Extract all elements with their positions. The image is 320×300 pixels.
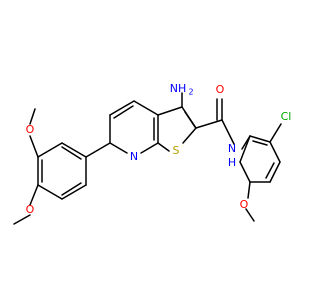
molecule-structure: NH 2 O N H N S Cl O O O bbox=[13, 82, 292, 225]
bond bbox=[85, 142, 111, 158]
bond bbox=[252, 140, 268, 146]
bond bbox=[195, 119, 223, 129]
bond bbox=[269, 141, 281, 163]
bond bbox=[61, 142, 87, 158]
atom-labels: NH 2 O N H N S Cl O O O bbox=[26, 82, 292, 216]
aryl-methoxy-oxygen-label: O bbox=[240, 198, 249, 211]
bond-layer bbox=[13, 92, 282, 225]
bond bbox=[13, 214, 31, 225]
bond bbox=[29, 135, 39, 158]
amide-nitrogen-label: N bbox=[228, 142, 236, 155]
amide-hydrogen-label: H bbox=[228, 156, 236, 169]
bond bbox=[29, 184, 39, 206]
bond bbox=[157, 106, 183, 116]
bond bbox=[61, 146, 82, 160]
bond bbox=[249, 135, 271, 143]
bond bbox=[37, 184, 63, 200]
bond bbox=[29, 108, 36, 125]
bond bbox=[182, 127, 197, 144]
bond bbox=[113, 105, 134, 119]
amino-subscript: 2 bbox=[188, 88, 193, 97]
bond bbox=[133, 100, 159, 116]
bond bbox=[157, 142, 170, 152]
top-methoxy-oxygen-label: O bbox=[26, 123, 35, 136]
bond bbox=[239, 161, 251, 183]
bond bbox=[109, 100, 135, 116]
bond bbox=[239, 135, 251, 163]
bond bbox=[61, 184, 87, 200]
bond bbox=[184, 111, 196, 128]
thiophene-sulfur-label: S bbox=[173, 144, 180, 157]
bond bbox=[37, 142, 63, 158]
bond bbox=[109, 142, 128, 154]
bond bbox=[269, 161, 281, 183]
bottom-methoxy-oxygen-label: O bbox=[26, 203, 35, 216]
bond bbox=[265, 162, 275, 179]
molecule-canvas: NH 2 O N H N S Cl O O O bbox=[13, 82, 292, 225]
bond bbox=[245, 208, 255, 222]
carbonyl-oxygen-label: O bbox=[216, 83, 225, 96]
pyridine-nitrogen-label: N bbox=[130, 150, 138, 163]
bond bbox=[140, 142, 159, 154]
bond bbox=[61, 182, 82, 196]
amino-group-label: NH bbox=[170, 82, 187, 95]
bond bbox=[247, 181, 251, 199]
chlorine-label: Cl bbox=[281, 110, 292, 123]
bond bbox=[221, 119, 235, 145]
bond bbox=[269, 123, 282, 143]
